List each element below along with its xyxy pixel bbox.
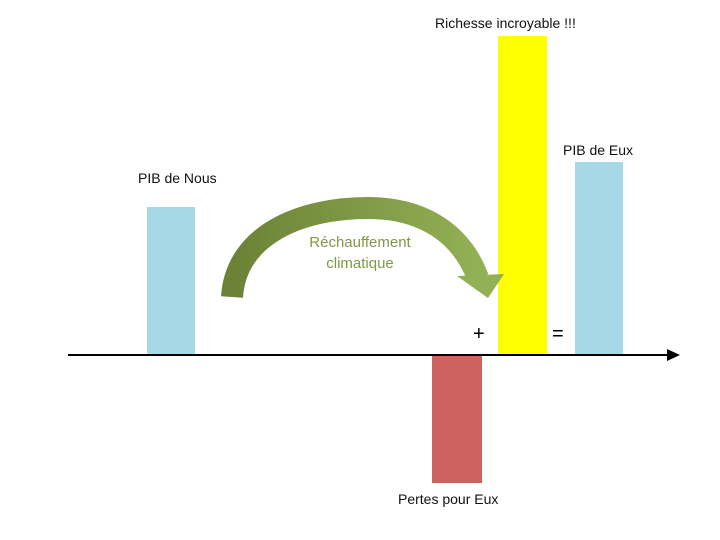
bar-richesse (498, 36, 547, 355)
arrow-label-line1: Réchauffement (309, 234, 411, 251)
label-pertes: Pertes pour Eux (398, 491, 499, 507)
label-pib-eux: PIB de Eux (563, 142, 634, 158)
axis-arrow (68, 349, 680, 361)
equals-sign: = (552, 323, 564, 345)
bar-pib-nous (147, 207, 195, 355)
label-richesse: Richesse incroyable !!! (435, 15, 576, 31)
arrow-label: Réchauffement climatique (290, 232, 430, 274)
label-pib-nous: PIB de Nous (138, 170, 217, 186)
curved-arrow-icon (221, 196, 504, 299)
plus-sign: + (473, 323, 485, 345)
bar-pertes (432, 355, 482, 483)
bar-pib-eux (575, 162, 623, 355)
arrow-label-line2: climatique (326, 255, 394, 272)
